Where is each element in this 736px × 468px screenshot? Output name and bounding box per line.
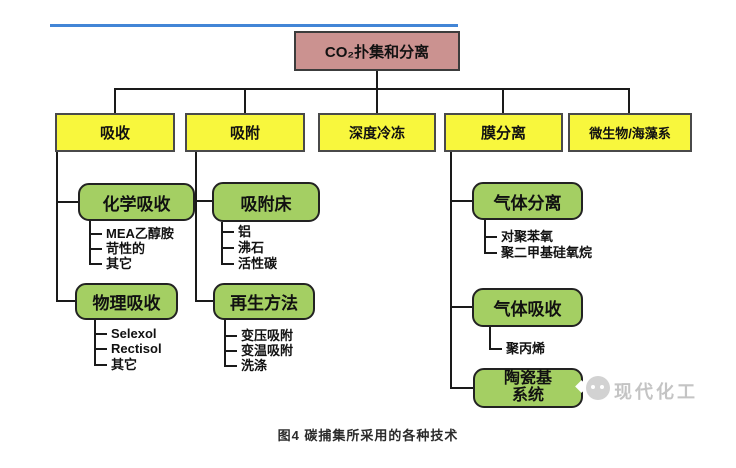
leaf-item: 其它 [89, 256, 132, 271]
leaf-item: 洗涤 [224, 358, 267, 373]
node-physical-absorption: 物理吸收 [75, 283, 178, 320]
leaf-item: 变压吸附 [224, 328, 293, 343]
node-gas-absorption: 气体吸收 [472, 288, 583, 327]
connector-line [56, 300, 76, 302]
leaf-item: 聚丙烯 [489, 341, 545, 356]
connector-line [221, 222, 223, 264]
node-label: 气体分离 [493, 193, 562, 213]
watermark-text: 现代化工 [614, 382, 698, 402]
connector-line [450, 306, 472, 308]
node-label: CO₂扑集和分离 [324, 43, 430, 61]
node-ceramic-system: 陶瓷基 系统 [473, 368, 583, 408]
leaf-item: 其它 [94, 357, 137, 372]
connector-line [56, 201, 80, 203]
connector-line [114, 88, 116, 113]
leaf-item: 苛性的 [89, 241, 145, 256]
connector-line [224, 320, 226, 366]
connector-line [450, 387, 473, 389]
connector-line [114, 88, 630, 90]
connector-line [450, 200, 472, 202]
node-microbe-algae: 微生物/海藻系 [568, 113, 692, 152]
leaf-item: MEA乙醇胺 [89, 226, 174, 241]
node-absorption: 吸收 [55, 113, 175, 152]
connector-line [195, 152, 197, 302]
node-label: 物理吸收 [92, 294, 161, 313]
leaf-item: 铝 [221, 224, 251, 239]
node-regeneration-methods: 再生方法 [213, 283, 315, 320]
connector-line [195, 300, 213, 302]
node-label: 陶瓷基 系统 [503, 370, 552, 404]
node-label: 吸收 [99, 125, 130, 142]
connector-line [450, 152, 452, 388]
connector-line [195, 200, 213, 202]
node-cryogenic: 深度冷冻 [318, 113, 436, 152]
node-label: 深度冷冻 [349, 124, 405, 141]
connector-line [502, 88, 504, 113]
connector-line [628, 88, 630, 113]
connector-line [94, 320, 96, 365]
node-label: 微生物/海藻系 [589, 126, 671, 141]
node-adsorption: 吸附 [185, 113, 305, 152]
connector-line [244, 88, 246, 113]
node-label: 化学吸收 [102, 194, 171, 214]
connector-line [376, 88, 378, 113]
leaf-item: 对聚苯氧 [484, 229, 553, 244]
node-adsorption-bed: 吸附床 [212, 182, 320, 222]
figure-caption: 图4 碳捕集所采用的各种技术 [277, 428, 459, 443]
node-label: 吸附 [229, 125, 260, 142]
top-divider-rule [50, 24, 458, 27]
node-membrane-separation: 膜分离 [444, 113, 563, 152]
node-label: 再生方法 [230, 294, 298, 313]
node-label: 膜分离 [480, 125, 526, 142]
leaf-item: Selexol [94, 326, 157, 341]
leaf-item: 活性碳 [221, 256, 277, 271]
connector-line [489, 327, 491, 348]
connector-line [56, 152, 58, 302]
leaf-item: 变温吸附 [224, 343, 293, 358]
node-label: 气体吸收 [493, 300, 562, 319]
node-chemical-absorption: 化学吸收 [78, 183, 195, 221]
node-gas-separation: 气体分离 [472, 182, 583, 220]
face-logo-icon [586, 376, 610, 400]
node-label: 吸附床 [240, 194, 292, 214]
node-co2-capture-root: CO₂扑集和分离 [294, 31, 460, 71]
leaf-item: 聚二甲基硅氧烷 [484, 245, 592, 260]
leaf-item: 沸石 [221, 240, 264, 255]
connector-line [89, 221, 91, 263]
leaf-item: Rectisol [94, 341, 162, 356]
connector-line [376, 71, 378, 89]
